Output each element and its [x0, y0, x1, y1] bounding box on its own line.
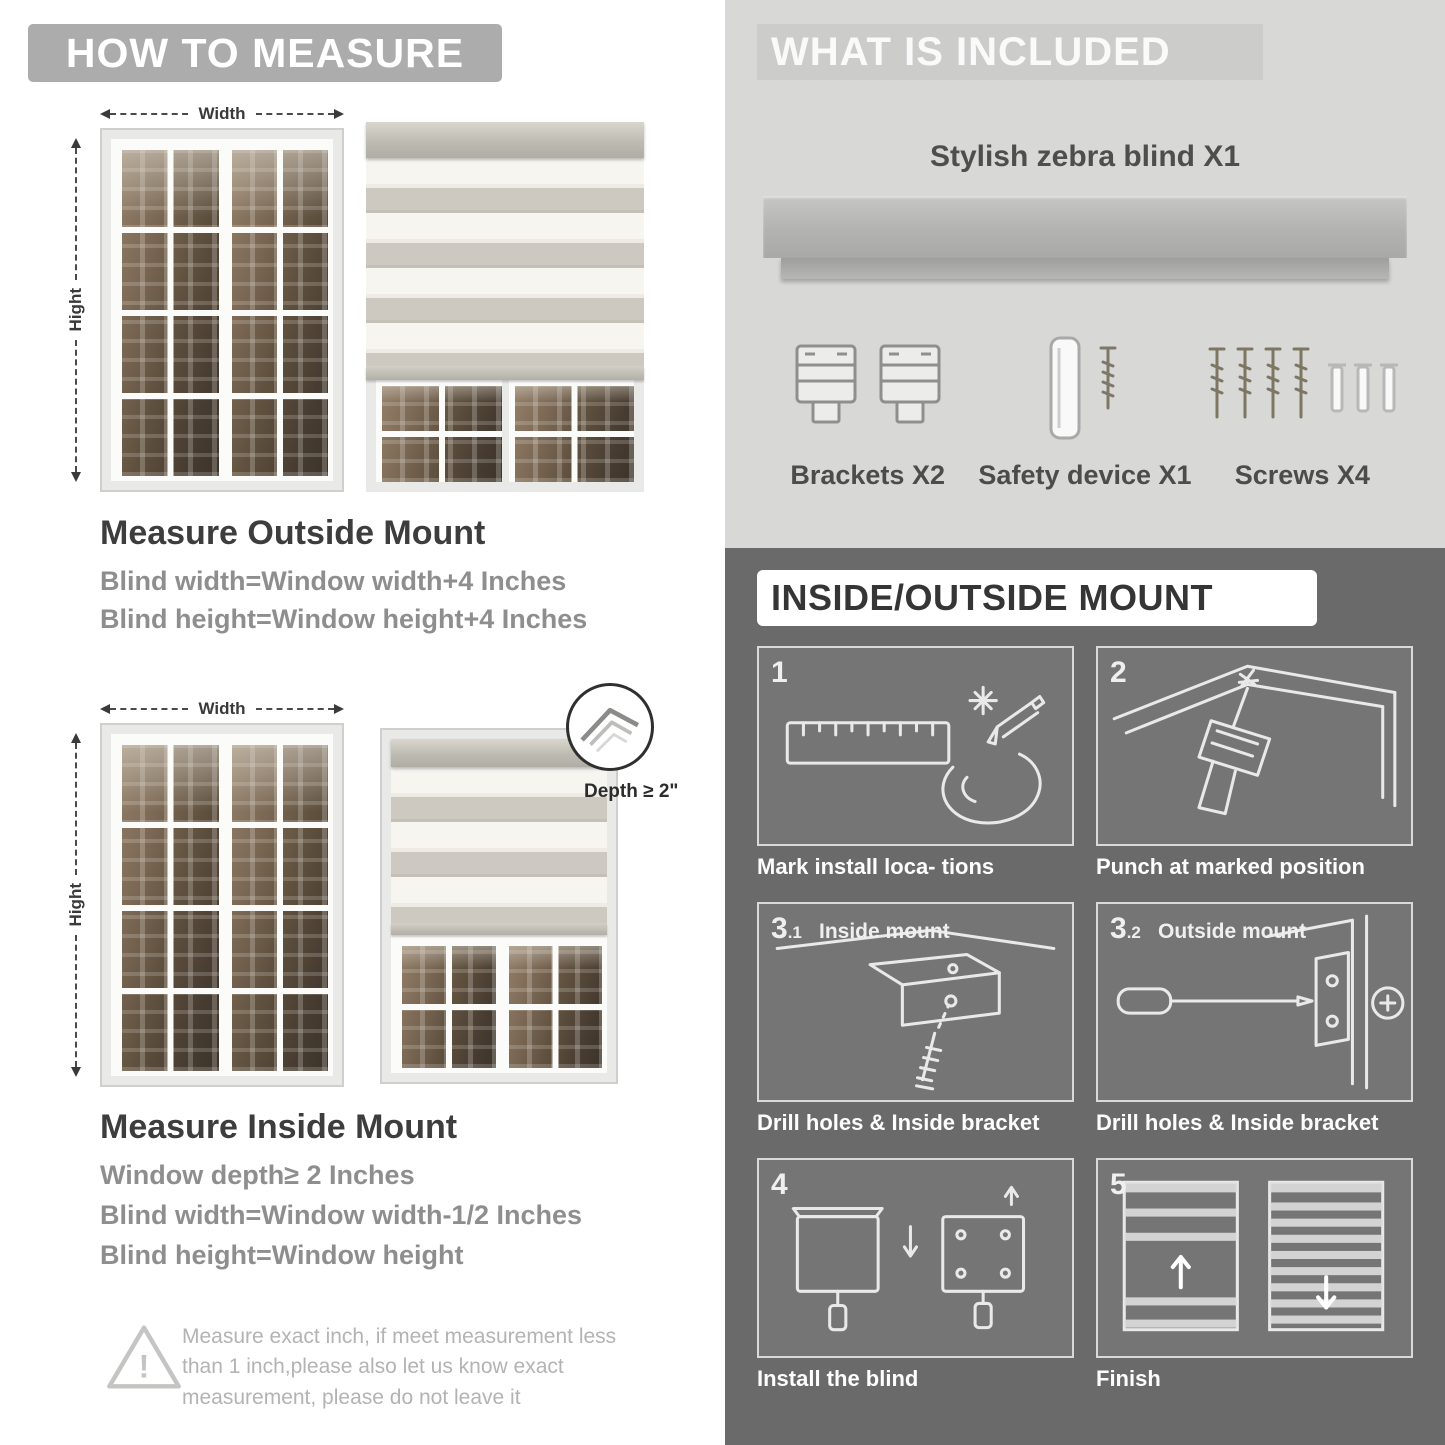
step-3-2-title: Outside mount: [1158, 920, 1307, 943]
depth-callout-circle: [566, 683, 654, 771]
step-number: 3.2: [1110, 912, 1141, 945]
inside-formula-width: Blind width=Window width-1/2 Inches: [100, 1200, 583, 1230]
arrow-down-icon: [71, 1067, 81, 1077]
step-5: 5: [1096, 1158, 1413, 1392]
step-number: 3.1: [771, 912, 802, 945]
inside-formula-height: Blind height=Window height: [100, 1240, 464, 1270]
outside-mount-bracket-illustration: [1116, 914, 1405, 1090]
inside-outside-mount-header: INSIDE/OUTSIDE MOUNT: [757, 570, 1317, 626]
drill-illustration: [1112, 664, 1397, 816]
blind-valance: [366, 122, 644, 158]
arrow-up-icon: [71, 138, 81, 148]
width-label: Width: [198, 699, 246, 718]
finish-blinds-illustration: [1122, 1180, 1385, 1332]
window-sash: [508, 380, 634, 482]
brackets-icon: [795, 344, 941, 424]
width-label: Width: [198, 104, 246, 123]
window-sash: [116, 144, 219, 476]
step-4-caption: Install the blind: [757, 1366, 919, 1391]
arrow-right-icon: [334, 704, 344, 714]
step-number: 4: [771, 1168, 788, 1201]
what-is-included-section: WHAT IS INCLUDED Stylish zebra blind X1: [725, 0, 1445, 548]
height-label: Hight: [66, 883, 85, 927]
depth-callout-label: Depth ≥ 2": [584, 781, 679, 802]
how-to-measure-header: HOW TO MEASURE: [28, 24, 502, 82]
step-number: 2: [1110, 656, 1127, 689]
height-arrow-inside: Hight: [66, 733, 85, 1077]
inside-formula-depth: Window depth≥ 2 Inches: [100, 1160, 415, 1190]
included-items-row: Brackets X2 Safety device: [759, 330, 1411, 491]
window-sash: [116, 739, 219, 1071]
window-photo-outside: [100, 128, 344, 492]
blind-bottom-rail: [366, 366, 644, 380]
outside-mount-title: Measure Outside Mount: [100, 514, 486, 552]
safety-device-label: Safety device X1: [978, 460, 1192, 490]
step-2-panel: 2: [1096, 646, 1413, 846]
blind-bottom-rail: [391, 923, 607, 935]
step-1-caption: Mark install loca- tions: [757, 854, 995, 879]
arrow-down-icon: [71, 472, 81, 482]
step-2: 2 Punch at mar: [1096, 646, 1413, 880]
arrow-left-icon: [100, 704, 110, 714]
blind-stripes: [366, 158, 644, 366]
window-under-blind: [391, 935, 607, 1073]
blind-stripes: [391, 767, 607, 923]
included-item-brackets: Brackets X2: [759, 330, 976, 491]
step-4-panel: 4: [757, 1158, 1074, 1358]
included-item-screws: Screws X4: [1194, 330, 1411, 491]
screws-label: Screws X4: [1234, 460, 1370, 490]
what-is-included-header: WHAT IS INCLUDED: [757, 24, 1263, 80]
included-item-safety-device: Safety device X1: [976, 330, 1193, 491]
mount-steps-grid: 1 Mark install loca- tions: [757, 646, 1413, 1392]
measure-warning-text: Measure exact inch, if meet measurement …: [182, 1325, 617, 1409]
step-5-panel: 5: [1096, 1158, 1413, 1358]
screws-icon: [1208, 347, 1399, 419]
inside-mount-bracket-illustration: [775, 928, 1056, 1091]
window-sash: [225, 144, 328, 476]
step-3-2: 3.2 Outside mount: [1096, 902, 1413, 1136]
width-arrow-inside: Width: [100, 699, 344, 718]
arrow-up-icon: [71, 733, 81, 743]
mark-locations-illustration: [785, 685, 1046, 825]
brackets-label: Brackets X2: [790, 460, 945, 490]
step-4: 4: [757, 1158, 1074, 1392]
step-5-caption: Finish: [1096, 1366, 1161, 1391]
width-arrow-outside: Width: [100, 104, 344, 123]
zebra-blind-headrail-image: [763, 196, 1407, 279]
safety-device-icon: [1049, 336, 1117, 440]
step-number: 5: [1110, 1168, 1127, 1201]
svg-text:!: !: [139, 1348, 150, 1384]
window-sash: [502, 940, 602, 1068]
inside-outside-mount-section: INSIDE/OUTSIDE MOUNT 1: [725, 548, 1445, 1445]
install-blind-illustration: [791, 1185, 1026, 1332]
window-sash: [396, 940, 496, 1068]
step-3-1-title: Inside mount: [819, 920, 950, 943]
frame-corner-detail-icon: [580, 707, 640, 753]
outside-formula-width: Blind width=Window width+4 Inches: [100, 566, 567, 596]
arrow-right-icon: [334, 109, 344, 119]
warning-triangle-icon: !: [107, 1325, 181, 1389]
window-photo-inside: [100, 723, 344, 1087]
step-2-caption: Punch at marked position: [1096, 854, 1365, 879]
window-sash: [225, 739, 328, 1071]
outside-formula-height: Blind height=Window height+4 Inches: [100, 604, 588, 634]
step-3-1-caption: Drill holes & Inside bracket: [757, 1110, 1040, 1135]
step-3-1-panel: 3.1 Inside mount: [757, 902, 1074, 1102]
zebra-blind-inside-figure: [380, 728, 618, 1084]
inside-mount-title: Measure Inside Mount: [100, 1108, 458, 1146]
height-label: Hight: [66, 288, 85, 332]
window-sash: [376, 380, 502, 482]
arrow-left-icon: [100, 109, 110, 119]
step-3-1: 3.1 Inside mount: [757, 902, 1074, 1136]
zebra-blind-outside-figure: [366, 122, 644, 492]
step-1-panel: 1: [757, 646, 1074, 846]
zebra-blind-label: Stylish zebra blind X1: [929, 140, 1241, 173]
window-under-blind: [366, 380, 644, 492]
step-3-2-caption: Drill holes & Inside bracket: [1096, 1110, 1379, 1135]
step-1: 1 Mark install loca- tions: [757, 646, 1074, 880]
step-3-2-panel: 3.2 Outside mount: [1096, 902, 1413, 1102]
step-number: 1: [771, 656, 788, 689]
height-arrow-outside: Hight: [66, 138, 85, 482]
